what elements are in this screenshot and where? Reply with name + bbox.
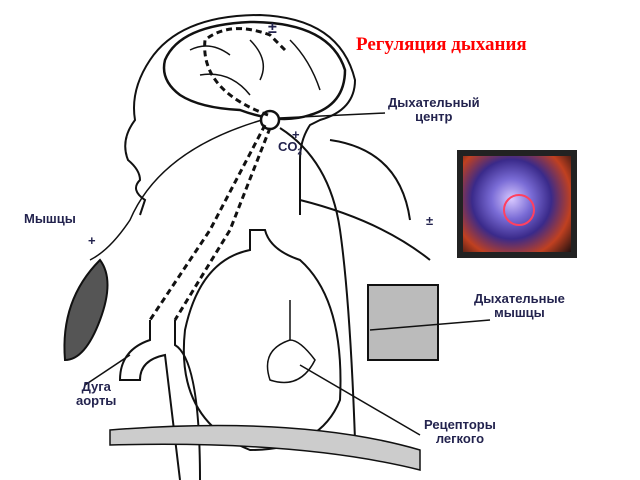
label-line: центр	[415, 109, 453, 124]
muscle	[63, 258, 109, 362]
aortic-arch-label: Дуга аорты	[76, 380, 116, 408]
head-outline	[124, 13, 357, 216]
lung	[182, 229, 342, 452]
co2-text: CO	[278, 139, 298, 154]
label-line: мышцы	[494, 305, 545, 320]
label-line: Дуга	[81, 379, 111, 394]
respiratory-muscles	[367, 284, 439, 361]
muscles-label: Мышцы	[24, 211, 76, 226]
co2-label: CO2	[278, 140, 302, 160]
label-line: легкого	[435, 431, 485, 446]
cortex-sign: ±	[268, 20, 277, 37]
dashed-pathway	[148, 27, 287, 321]
slide-title: Регуляция дыхания	[356, 34, 527, 55]
co2-subscript: 2	[297, 147, 302, 157]
lung-receptors-label: Рецепторы легкого	[424, 418, 496, 446]
diaphragm	[109, 424, 421, 471]
co2-sign: +	[292, 127, 300, 142]
resp-muscles-sign: ±	[426, 213, 434, 228]
lung-receptor	[266, 300, 316, 384]
muscles-sign: +	[88, 233, 96, 248]
aorta	[118, 320, 201, 480]
label-line: аорты	[76, 393, 117, 408]
nerve-to-resp-muscles	[279, 127, 431, 441]
respiratory-muscles-label: Дыхательные мышцы	[474, 292, 565, 320]
label-line: Дыхательный	[388, 95, 480, 110]
label-line: Дыхательные	[474, 291, 565, 306]
nerve-to-muscles	[89, 119, 263, 261]
brain-photo	[457, 150, 577, 258]
respiratory-center-label: Дыхательный центр	[388, 96, 480, 124]
label-line: Рецепторы	[424, 417, 496, 432]
brain	[162, 20, 347, 121]
